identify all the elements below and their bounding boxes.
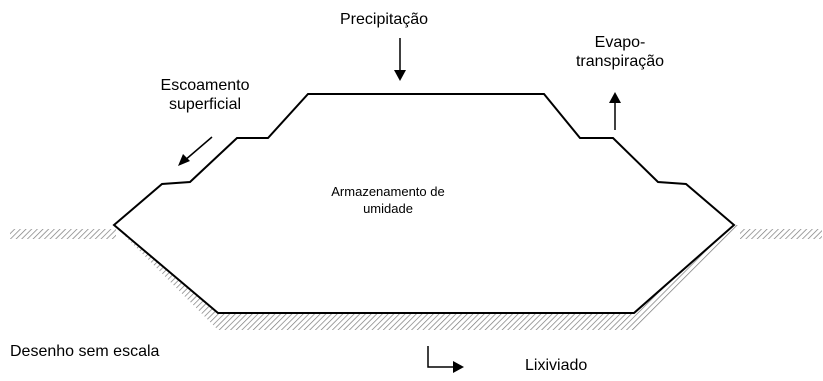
- evapo-line1: Evapo-: [594, 34, 646, 51]
- runoff-arrow: [178, 136, 213, 166]
- ground-surface-left: [10, 229, 116, 239]
- storage-label: Armazenamento de umidade: [318, 185, 458, 215]
- ground-surface-right: [740, 229, 822, 239]
- runoff-line1: Escoamento: [160, 77, 250, 94]
- precipitation-arrow: [394, 38, 406, 81]
- landfill-outline: [112, 93, 736, 314]
- storage-line1: Armazenamento de: [331, 184, 445, 199]
- runoff-line2: superficial: [168, 96, 242, 113]
- evapotranspiration-label: Evapo- transpiração: [560, 35, 680, 70]
- leachate-label: Lixiviado: [525, 357, 588, 374]
- scale-note: Desenho sem escala: [10, 343, 160, 360]
- storage-line2: umidade: [363, 201, 413, 216]
- evapotranspiration-arrow: [609, 92, 621, 130]
- leachate-arrow: [427, 346, 464, 373]
- runoff-label: Escoamento superficial: [140, 78, 270, 113]
- precipitation-label: Precipitação: [340, 11, 429, 28]
- evapo-line2: transpiração: [575, 53, 665, 70]
